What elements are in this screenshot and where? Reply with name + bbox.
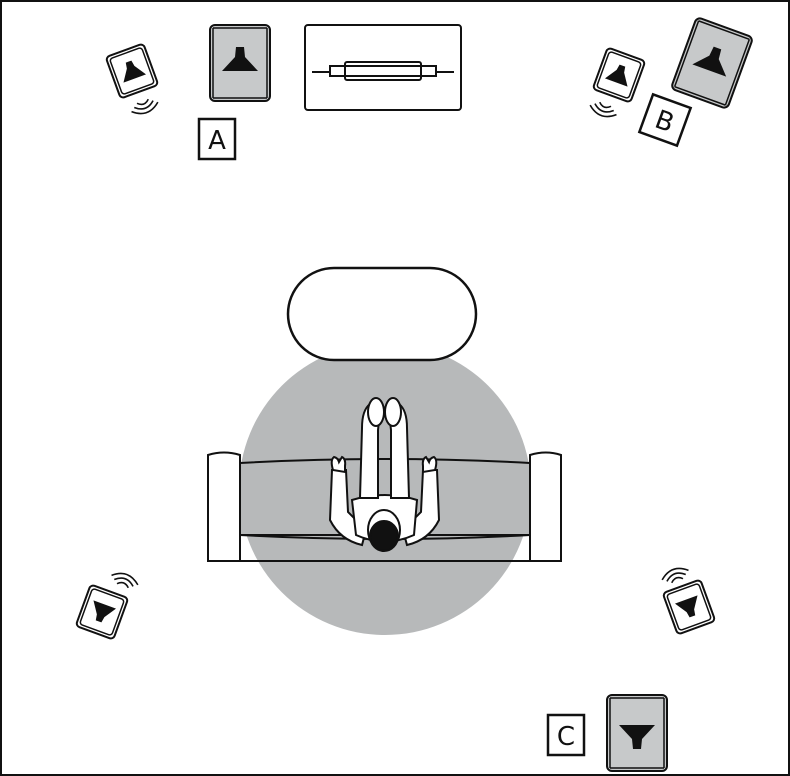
television — [304, 24, 462, 111]
listener-person — [328, 397, 441, 552]
label-c: C — [546, 713, 586, 757]
label-b: B — [637, 92, 693, 148]
label-a: A — [197, 117, 237, 161]
svg-text:A: A — [208, 126, 226, 156]
sofa-left-arm — [207, 451, 241, 562]
sofa-right-arm — [529, 451, 562, 562]
subwoofer-a — [209, 24, 271, 102]
coffee-table — [286, 266, 478, 362]
subwoofer-c — [606, 694, 668, 772]
svg-text:C: C — [557, 722, 575, 752]
